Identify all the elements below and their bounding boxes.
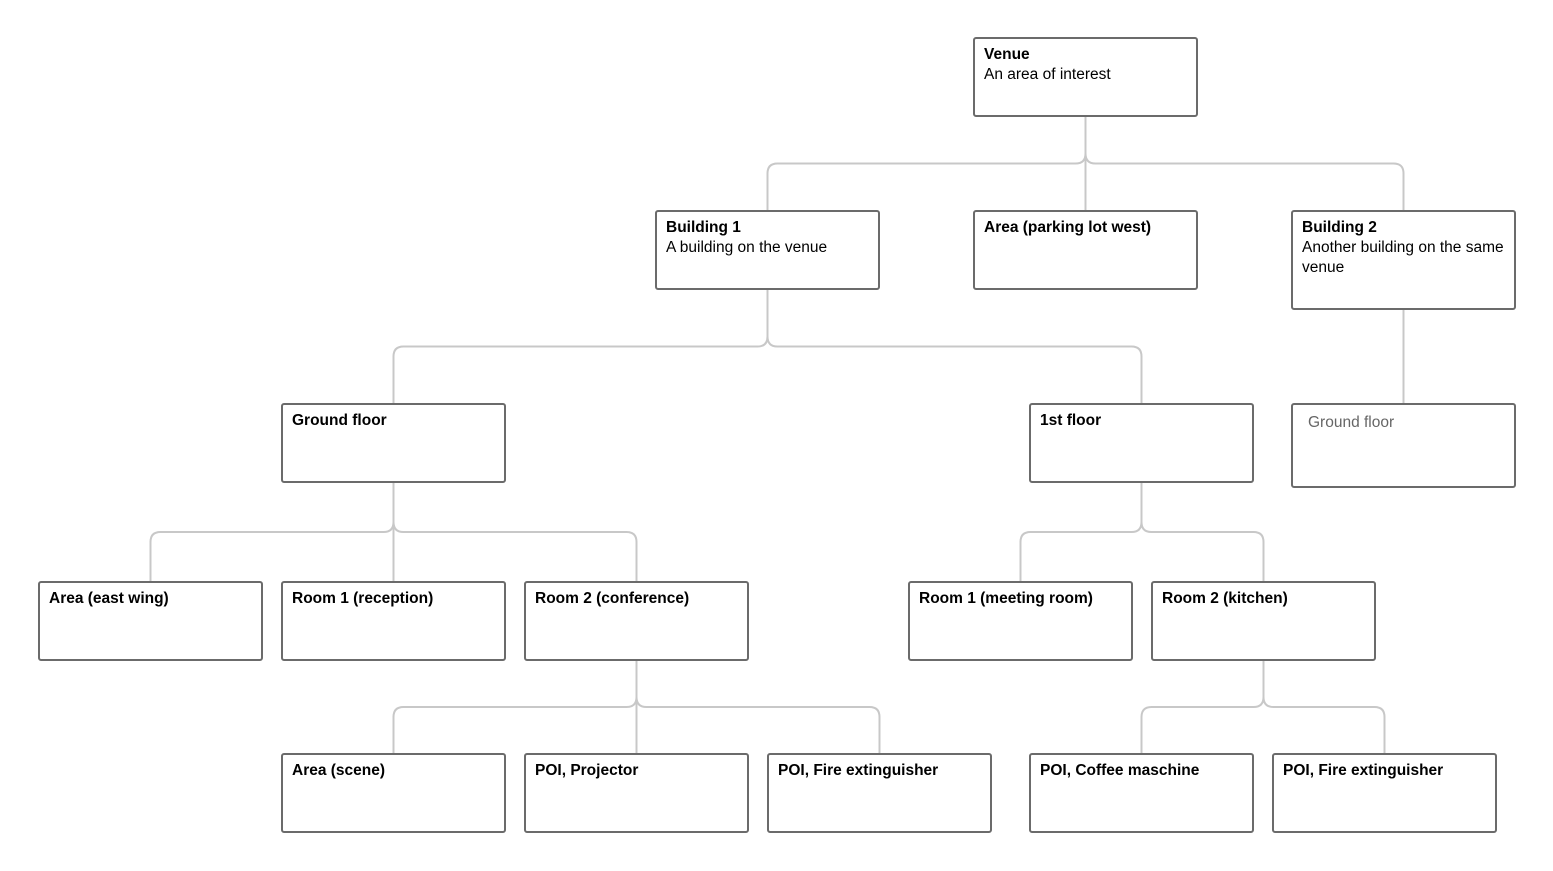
node-building-2: Building 2 Another building on the same …: [1291, 210, 1516, 310]
node-title: 1st floor: [1040, 412, 1102, 429]
node-venue: Venue An area of interest: [973, 37, 1198, 117]
connector-b1_first-to-kitchen: [1140, 483, 1265, 581]
node-building-1: Building 1 A building on the venue: [655, 210, 880, 290]
node-poi-fire-extinguisher-kitchen: POI, Fire extinguisher: [1272, 753, 1497, 833]
connector-conference-to-scene: [392, 661, 638, 753]
connector-venue-to-building1: [766, 117, 1087, 210]
node-title: POI, Coffee maschine: [1040, 762, 1200, 779]
node-description: A building on the venue: [666, 239, 828, 256]
node-title: Area (east wing): [49, 590, 169, 607]
node-title: Ground floor: [292, 412, 387, 429]
node-room-meeting-room: Room 1 (meeting room): [908, 581, 1133, 661]
node-poi-fire-extinguisher-conference: POI, Fire extinguisher: [767, 753, 992, 833]
node-title: Building 2: [1302, 219, 1377, 236]
node-title: Room 1 (reception): [292, 590, 434, 607]
node-title: POI, Projector: [535, 762, 639, 779]
connector-conference-to-fire1: [635, 661, 881, 753]
node-building-2-ground-floor: Ground floor: [1291, 403, 1516, 488]
connector-building1-to-b1_ground: [392, 290, 769, 403]
node-room-kitchen: Room 2 (kitchen): [1151, 581, 1376, 661]
node-title: Venue: [984, 46, 1030, 63]
node-area-parking-lot-west: Area (parking lot west): [973, 210, 1198, 290]
node-poi-projector: POI, Projector: [524, 753, 749, 833]
node-title: Room 1 (meeting room): [919, 590, 1093, 607]
node-area-east-wing: Area (east wing): [38, 581, 263, 661]
node-title: POI, Fire extinguisher: [778, 762, 939, 779]
node-building-1-first-floor: 1st floor: [1029, 403, 1254, 483]
connector-building1-to-b1_first: [766, 290, 1143, 403]
node-title: Area (parking lot west): [984, 219, 1152, 236]
connector-b1_first-to-meeting: [1019, 483, 1143, 581]
node-title: Room 2 (conference): [535, 590, 690, 607]
node-description: An area of interest: [984, 66, 1111, 83]
node-poi-coffee-machine: POI, Coffee maschine: [1029, 753, 1254, 833]
node-title: Area (scene): [292, 762, 386, 779]
node-room-conference: Room 2 (conference): [524, 581, 749, 661]
node-room-reception: Room 1 (reception): [281, 581, 506, 661]
connector-kitchen-to-fire2: [1262, 661, 1386, 753]
connector-venue-to-building2: [1084, 117, 1405, 210]
node-area-scene: Area (scene): [281, 753, 506, 833]
connector-kitchen-to-coffee: [1140, 661, 1265, 753]
node-title: Room 2 (kitchen): [1162, 590, 1288, 607]
node-title: POI, Fire extinguisher: [1283, 762, 1444, 779]
connector-b1_ground-to-east_wing: [149, 483, 395, 581]
node-title: Building 1: [666, 219, 741, 236]
node-building-1-ground-floor: Ground floor: [281, 403, 506, 483]
node-title: Ground floor: [1308, 414, 1395, 431]
connector-b1_ground-to-conference: [392, 483, 638, 581]
node-description: Another building on the same venue: [1302, 239, 1504, 276]
